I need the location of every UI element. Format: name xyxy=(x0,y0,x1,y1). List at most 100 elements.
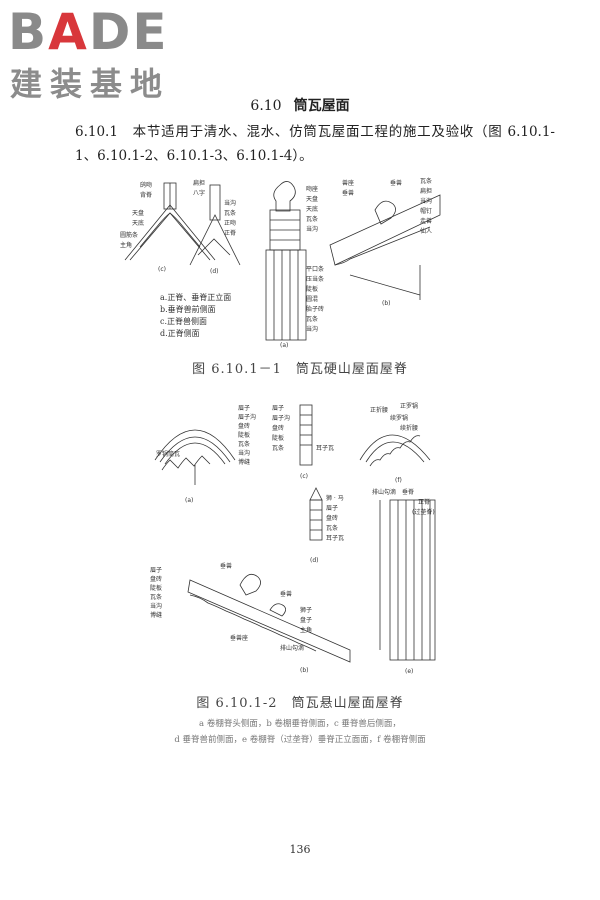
figure-1-label: 鸱吻 xyxy=(140,181,152,189)
figure-2-label: 盘子 xyxy=(300,616,312,624)
figure-1-drawing: (c) (d) (a) (b xyxy=(120,175,450,350)
figure-1-caption: 图 6.10.1－1 筒瓦硬山屋面屋脊 xyxy=(192,362,408,377)
figure-1-panel-b-letter: (b) xyxy=(382,300,391,307)
figure-2-label: 眉子 xyxy=(150,567,162,574)
section-title: 筒瓦屋面 xyxy=(293,98,350,114)
figure-1-label: 瓦条 xyxy=(420,177,432,185)
figure-1-legend-item: a.正脊、垂脊正立面 xyxy=(160,293,232,302)
figure-2-label: 陡板 xyxy=(150,584,162,592)
page-number: 136 xyxy=(289,843,311,856)
paragraph-text: 本节适用于清水、混水、仿筒瓦屋面工程的施工及验收（图 6.10.1-1、6.10… xyxy=(75,124,555,164)
figure-2-label: 瓦条 xyxy=(150,593,162,601)
figure-1-label: 当沟 xyxy=(306,325,318,333)
figure-2-label: 眉子沟 xyxy=(238,413,256,421)
figure-2-label: 眉子 xyxy=(272,405,284,412)
figure-2-panel-b-letter: (b) xyxy=(300,667,309,674)
figure-1-label: 垂兽 xyxy=(342,189,354,197)
figure-2-label: 盘砖 xyxy=(150,575,162,583)
figure-2-caption: 图 6.10.1-2 筒瓦悬山屋面屋脊 xyxy=(196,696,404,711)
figure-1-label: 主角 xyxy=(120,241,132,249)
figure-1-label: 圆筋条 xyxy=(120,231,138,239)
figure-1-legend-item: c.正脊兽侧面 xyxy=(160,317,208,326)
figure-2-label: 当沟 xyxy=(150,602,162,610)
figure-1-svg: (c) (d) (a) (b xyxy=(120,177,441,349)
figure-2-drawing: (a) 罗锅筒瓦 眉子 眉子沟 盘砖 陡板 瓦条 当沟 博缝 (c) 眉子 眉子… xyxy=(150,400,450,680)
figure-1-panel-c-letter: (c) xyxy=(158,266,166,273)
paragraph-number: 6.10.1 xyxy=(75,124,118,140)
figure-2-label: 续折腰 xyxy=(400,424,418,432)
figure-1-label: 走兽 xyxy=(420,217,432,225)
figure-1-label: 扁担 xyxy=(420,187,432,195)
figure-2-label: 垂兽 xyxy=(220,562,232,570)
figure-2-label: 瓦条 xyxy=(272,444,284,452)
figure-2-label: 狮子 xyxy=(300,606,312,614)
figure-2-svg: (a) 罗锅筒瓦 眉子 眉子沟 盘砖 陡板 瓦条 当沟 博缝 (c) 眉子 眉子… xyxy=(150,402,436,675)
figure-2-label: 耳子瓦 xyxy=(316,445,334,452)
logo-brand: BADE xyxy=(8,3,169,61)
logo-subtitle: 建装基地 xyxy=(10,65,171,103)
figure-2-label: 续罗锅 xyxy=(390,414,408,422)
figure-2-label: 垂兽座 xyxy=(230,634,248,642)
figure-1-legend: a.正脊、垂脊正立面 b.垂脊兽前侧面 c.正脊兽侧面 d.正脊侧面 xyxy=(160,292,231,340)
figure-1-label: 天底 xyxy=(306,205,318,213)
figure-1-label: 当沟 xyxy=(306,225,318,233)
figure-2-panel-d-letter: (d) xyxy=(310,557,319,564)
figure-1-label: 仙人 xyxy=(420,227,432,235)
figure-2-panel-a-letter: (a) xyxy=(185,497,193,504)
figure-2-note: d 垂脊兽前侧面，e 卷棚脊（过垄脊）垂脊正立面面，f 卷棚脊侧面 xyxy=(174,735,426,745)
figure-1-panel-d-letter: (d) xyxy=(210,268,219,275)
figure-2-label: 盘砖 xyxy=(326,514,338,522)
figure-2-label: 排山勾滴 xyxy=(372,488,396,496)
figure-2-panel-a xyxy=(154,429,236,485)
figure-2-note: a 卷棚脊头侧面，b 卷棚垂脊侧面，c 垂脊兽后侧面， xyxy=(199,719,401,729)
figure-1-label: 压当条 xyxy=(306,275,324,283)
figure-2-panel-e xyxy=(379,499,436,661)
figure-2-panel-f-letter: (f) xyxy=(395,477,402,484)
figure-1-label: 平口条 xyxy=(306,265,324,273)
figure-2-label: 正折腰 xyxy=(370,406,388,414)
figure-2-panel-f xyxy=(359,434,431,467)
section-number: 6.10 xyxy=(250,98,282,114)
figure-2-label: 瓦条 xyxy=(326,524,338,532)
figure-2-label: 眉子 xyxy=(326,505,338,512)
figure-2-label: 盘砖 xyxy=(272,424,284,432)
figure-1-label: 当沟 xyxy=(420,197,432,205)
logo: BADE 建装基地 xyxy=(8,6,178,106)
figure-2-label: 陡板 xyxy=(272,434,284,442)
figure-1-label: 垂兽 xyxy=(390,179,402,187)
figure-2-label: 眉子沟 xyxy=(272,414,290,422)
figure-2-label: 博缝 xyxy=(150,611,162,619)
figure-1-label: 圆混 xyxy=(306,295,318,303)
figure-2-label: 正罗锅 xyxy=(400,402,418,410)
figure-2-panel-b xyxy=(187,573,351,663)
figure-2-panel-e-letter: (e) xyxy=(405,668,413,675)
section-heading: 6.10 筒瓦屋面 xyxy=(0,95,600,115)
figure-2-label: 主角 xyxy=(300,626,312,634)
figure-1-label: 天盘 xyxy=(132,209,144,217)
figure-1-label: 天盘 xyxy=(306,195,318,203)
figure-2-label: 瓦条 xyxy=(238,440,250,448)
figure-1-panel-d xyxy=(189,184,241,266)
figure-1-label: 兽座 xyxy=(342,179,354,187)
figure-2-label: 盘砖 xyxy=(238,422,250,430)
figure-1-label: 背脊 xyxy=(140,191,152,199)
figure-2-label: 垂兽 xyxy=(280,590,292,598)
figure-2-label: 狮 · 马 xyxy=(326,494,344,502)
figure-2-panel-c xyxy=(299,404,313,466)
figure-2-label: 排山勾滴 xyxy=(280,644,304,652)
figure-1-label: 当沟 xyxy=(224,199,236,207)
figure-2-label: 陡板 xyxy=(238,431,250,439)
figure-1-label: 陡板 xyxy=(306,285,318,293)
figure-1-label: 正脊 xyxy=(224,229,236,237)
figure-1-label: 吻座 xyxy=(306,185,318,193)
figure-1-label: 扁担 xyxy=(193,179,205,187)
figure-1-panel-c xyxy=(124,182,216,261)
figure-1-label: 瓦条 xyxy=(306,215,318,223)
figure-2-panel-c-letter: (c) xyxy=(300,473,308,480)
figure-2-label: 眉子 xyxy=(238,405,250,412)
figure-1-label: 天底 xyxy=(132,219,144,227)
figure-1-legend-item: d.正脊侧面 xyxy=(160,329,200,338)
figure-1-panel-a xyxy=(265,181,307,341)
figure-2-label: 当沟 xyxy=(238,449,250,457)
figure-1-legend-item: b.垂脊兽前侧面 xyxy=(160,305,216,314)
